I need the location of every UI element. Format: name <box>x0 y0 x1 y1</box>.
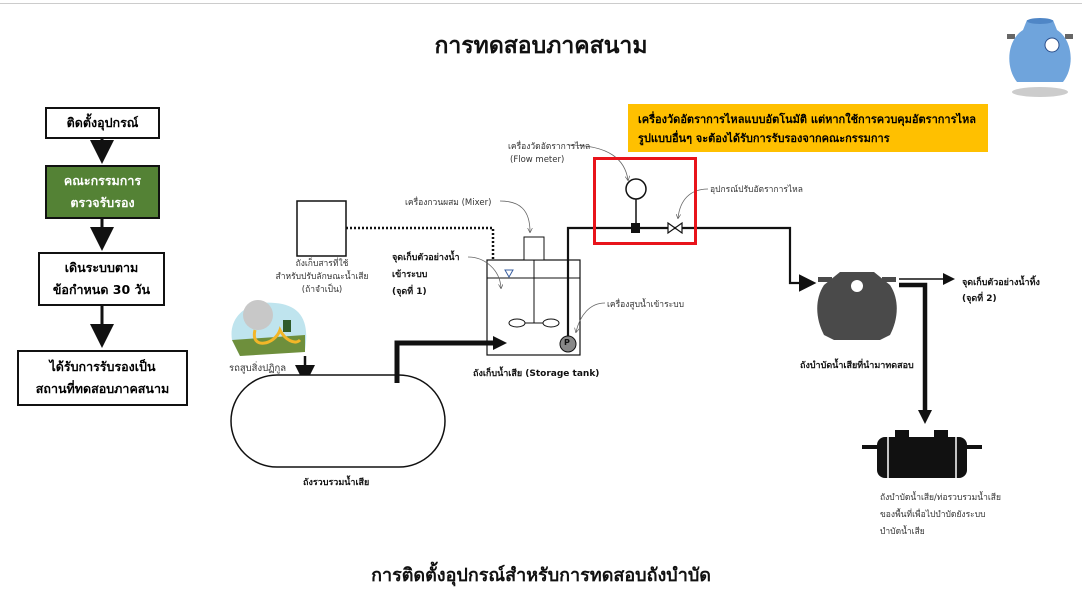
label-line: สำหรับปรับลักษณะน้ำเสีย <box>275 272 369 282</box>
flow-meter-note: เครื่องวัดอัตราการไหลแบบอัตโนมัติ แต่หาก… <box>628 104 988 152</box>
label-line: เข้าระบบ <box>392 270 428 280</box>
top-divider <box>0 3 1082 4</box>
feed-pipe <box>394 340 494 383</box>
collection-tank-label: ถังรวบรวมน้ำเสีย <box>303 478 370 488</box>
label-line: ของพื้นที่เพื่อไปบำบัดยังระบบ <box>880 510 986 520</box>
flow-step-committee: คณะกรรมการตรวจรับรอง <box>45 165 160 219</box>
collection-tank <box>230 374 446 468</box>
truck-label: รถสูบสิ่งปฏิกูล <box>229 363 287 374</box>
page-title: การทดสอบภาคสนาม <box>434 33 648 59</box>
note-line: เครื่องวัดอัตราการไหลแบบอัตโนมัติ แต่หาก… <box>638 113 977 126</box>
sewer-label: ถังบำบัดน้ำเสีย/ท่อรวบรวมน้ำเสียของพื้นท… <box>880 490 1001 541</box>
step-text: สถานที่ทดสอบภาคสนาม <box>35 381 170 396</box>
valve-symbol <box>667 221 683 235</box>
note-line: รูปแบบอื่นๆ จะต้องได้รับการรับรองจากคณะก… <box>638 132 890 145</box>
footer-caption: การติดตั้งอุปกรณ์สำหรับการทดสอบถังบำบัด <box>371 565 711 586</box>
sample-point-1-label: จุดเก็บตัวอย่างน้ำเข้าระบบ (จุดที่ 1) <box>392 250 460 301</box>
valve-label: อุปกรณ์ปรับอัตราการไหล <box>710 185 803 195</box>
mixer-motor <box>523 236 545 261</box>
sample-point-2-label: จุดเก็บตัวอย่างน้ำทิ้ง (จุดที่ 2) <box>962 275 1040 307</box>
label-line: จุดเก็บตัวอย่างน้ำ <box>392 253 460 263</box>
step-text: ข้อกำหนด 30 วัน <box>52 282 151 297</box>
water-level-icon <box>504 269 514 279</box>
step-text: เดินระบบตาม <box>64 260 139 275</box>
pump-symbol <box>559 335 577 353</box>
label-line: จุดเก็บตัวอย่างน้ำทิ้ง <box>962 278 1040 288</box>
flow-step-run-30-days: เดินระบบตามข้อกำหนด 30 วัน <box>38 252 165 306</box>
chemical-tank-label: ถังเก็บสารที่ใช้สำหรับปรับลักษณะน้ำเสีย (… <box>262 258 382 297</box>
label-line: (ถ้าจำเป็น) <box>301 285 343 295</box>
step-text: ได้รับการรับรองเป็น <box>49 359 156 374</box>
dosing-line <box>346 226 495 288</box>
mixer-label: เครื่องกวนผสม (Mixer) <box>405 198 492 208</box>
flow-meter-label: เครื่องวัดอัตราการไหล <box>508 142 591 152</box>
label-line: ถังเก็บสารที่ใช้ <box>295 259 349 269</box>
step-text: ตรวจรับรอง <box>70 195 135 210</box>
chemical-tank <box>296 200 347 257</box>
discharge-pipe <box>566 226 817 342</box>
vacuum-truck-illustration <box>231 300 307 356</box>
flow-step-install: ติดตั้งอุปกรณ์ <box>45 107 160 139</box>
label-line: บำบัดน้ำเสีย <box>880 527 925 537</box>
septic-tank-logo <box>1007 18 1073 97</box>
test-septic-tank <box>817 272 897 340</box>
highlight-box <box>593 157 697 245</box>
storage-tank-label: ถังเก็บน้ำเสีย (Storage tank) <box>473 369 600 379</box>
label-line: (จุดที่ 1) <box>392 287 427 297</box>
step-text: คณะกรรมการ <box>63 173 142 188</box>
step-text: ติดตั้งอุปกรณ์ <box>66 115 139 130</box>
flow-meter-label-en: (Flow meter) <box>510 155 565 165</box>
flow-step-certified: ได้รับการรับรองเป็นสถานที่ทดสอบภาคสนาม <box>17 350 188 406</box>
test-tank-label: ถังบำบัดน้ำเสียที่นำมาทดสอบ <box>800 361 914 371</box>
sewer-tank <box>862 430 982 478</box>
label-line: ถังบำบัดน้ำเสีย/ท่อรวบรวมน้ำเสีย <box>880 493 1001 503</box>
label-line: (จุดที่ 2) <box>962 294 997 304</box>
pump-symbol-text: P <box>564 338 570 347</box>
pump-label: เครื่องสูบน้ำเข้าระบบ <box>607 300 684 310</box>
